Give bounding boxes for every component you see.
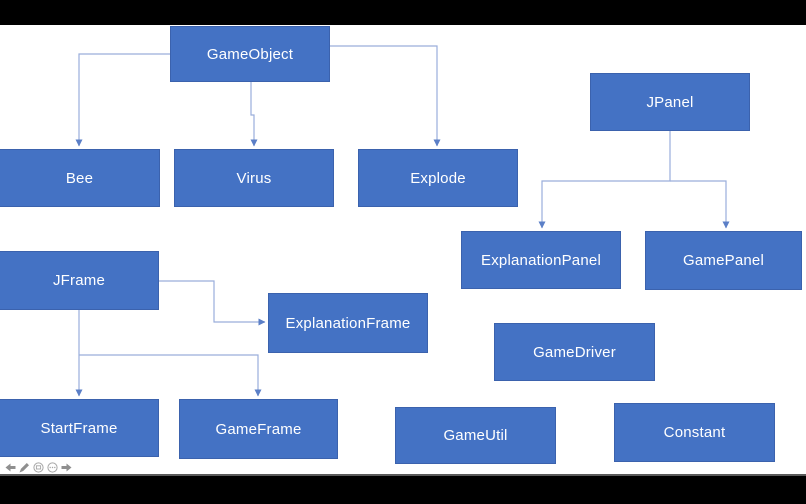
node-jframe: JFrame	[0, 251, 159, 310]
node-label: JFrame	[52, 272, 106, 289]
node-constant: Constant	[614, 403, 775, 462]
node-gameutil: GameUtil	[395, 407, 556, 464]
node-startframe: StartFrame	[0, 399, 159, 457]
node-gamepanel: GamePanel	[645, 231, 802, 290]
pen-icon	[19, 462, 29, 472]
previous-slide-button[interactable]	[5, 462, 16, 473]
node-virus: Virus	[174, 149, 334, 207]
node-label: ExplanationFrame	[285, 314, 411, 332]
letterbox-top	[0, 0, 806, 25]
more-options-button[interactable]	[47, 461, 58, 473]
node-label: GamePanel	[682, 252, 764, 269]
letterbox-bottom	[0, 476, 806, 504]
node-gameframe: GameFrame	[179, 399, 338, 459]
previous-slide-icon	[5, 463, 16, 471]
node-label: Virus	[236, 169, 272, 187]
node-gamedriver: GameDriver	[494, 323, 655, 381]
node-explanationframe: ExplanationFrame	[268, 293, 428, 353]
node-label: JPanel	[646, 93, 694, 111]
node-label: GameDriver	[533, 343, 616, 361]
node-label: ExplanationPanel	[481, 251, 601, 269]
node-label: GameFrame	[215, 420, 302, 438]
node-bee: Bee	[0, 149, 160, 207]
node-explanationpanel: ExplanationPanel	[461, 231, 621, 289]
see-all-slides-button[interactable]	[33, 461, 44, 473]
node-label: GameObject	[206, 45, 294, 63]
pen-button[interactable]	[19, 462, 30, 473]
node-jpanel: JPanel	[590, 73, 750, 131]
next-slide-button[interactable]	[61, 462, 72, 473]
node-explode: Explode	[358, 149, 518, 207]
node-label: Bee	[65, 169, 94, 187]
node-gameobject: GameObject	[170, 26, 330, 82]
node-label: GameUtil	[443, 427, 508, 444]
node-label: Constant	[663, 424, 726, 441]
more-options-icon	[47, 461, 58, 473]
node-label: Explode	[410, 169, 466, 187]
slideshow-toolbar	[5, 461, 72, 473]
next-slide-icon	[61, 463, 72, 471]
node-label: StartFrame	[40, 419, 118, 437]
see-all-slides-icon	[33, 461, 44, 473]
